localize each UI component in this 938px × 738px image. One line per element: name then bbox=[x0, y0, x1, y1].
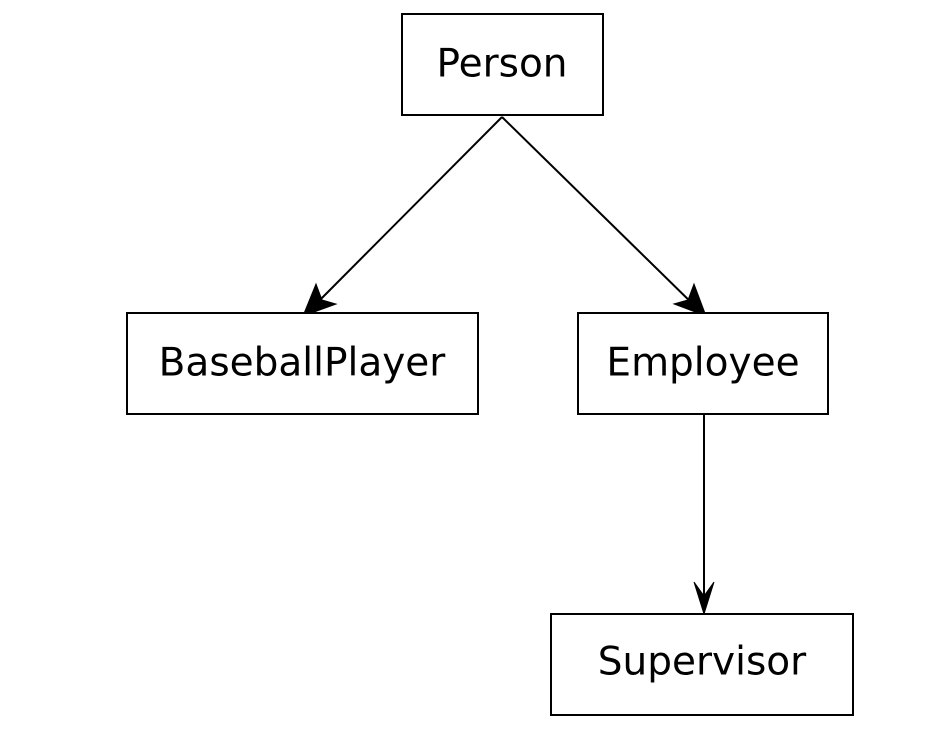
node-label-supervisor: Supervisor bbox=[598, 640, 807, 685]
arrowhead-icon bbox=[693, 581, 715, 616]
arrowhead-icon bbox=[302, 282, 338, 317]
node-box bbox=[401, 13, 604, 116]
edge-person-to-baseballplayer bbox=[302, 116, 503, 317]
node-box bbox=[577, 312, 829, 415]
node-label-baseballplayer: BaseballPlayer bbox=[159, 341, 447, 386]
node-person: Person bbox=[401, 13, 604, 116]
nodes: Person BaseballPlayer Employee Superviso… bbox=[126, 13, 854, 716]
edge-line bbox=[501, 116, 702, 313]
edge-line bbox=[307, 116, 503, 313]
node-box bbox=[126, 312, 479, 415]
edges bbox=[302, 116, 715, 616]
node-label-employee: Employee bbox=[606, 341, 799, 386]
edge-employee-to-supervisor bbox=[693, 414, 715, 616]
node-label-person: Person bbox=[436, 42, 567, 87]
edge-person-to-employee bbox=[501, 116, 707, 317]
node-box bbox=[550, 613, 854, 716]
node-baseballplayer: BaseballPlayer bbox=[126, 312, 479, 415]
arrowhead-icon bbox=[672, 282, 707, 317]
node-employee: Employee bbox=[577, 312, 829, 415]
node-supervisor: Supervisor bbox=[550, 613, 854, 716]
